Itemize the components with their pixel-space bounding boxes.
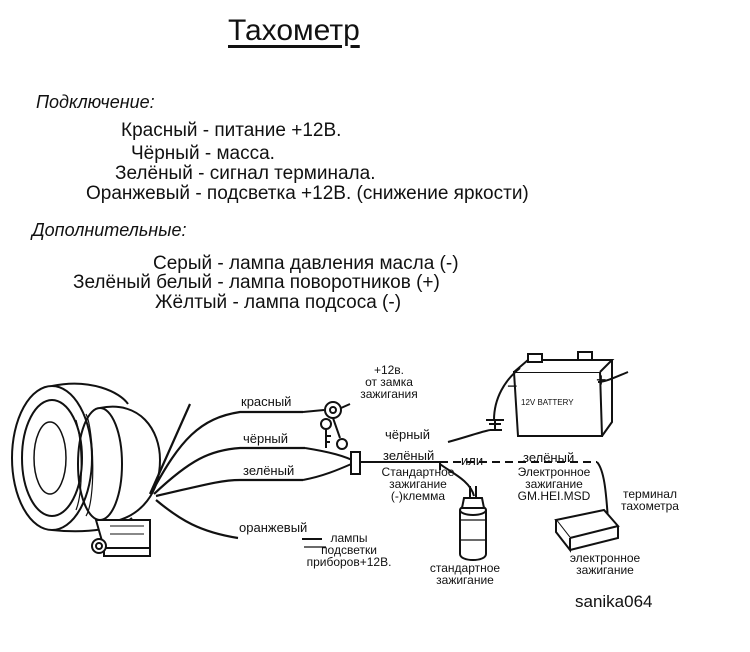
ignition-coil-icon <box>459 486 487 561</box>
tachometer-gauge <box>11 382 162 557</box>
electronic-bottom-line-1: электронное <box>569 551 641 565</box>
label-electronic-bottom: электронное зажигание <box>560 552 650 576</box>
label-ignition-lock: +12в. от замка зажигания <box>348 364 430 400</box>
std-ignition-line-1: стандартное <box>429 561 501 575</box>
label-coil-green: зелёный <box>383 448 435 463</box>
electronic-module-icon <box>554 508 620 553</box>
additional-line-grey: Серый - лампа давления масла (-) <box>153 253 459 274</box>
std-terminal-line-2: зажигание <box>389 477 447 491</box>
label-electronic: Электронное зажигание GM.HEI.MSD <box>504 466 604 502</box>
electronic-line-3: GM.HEI.MSD <box>517 489 591 503</box>
std-ignition-line-2: зажигание <box>436 573 494 587</box>
battery-label: 12V BATTERY <box>521 398 574 407</box>
label-wire-green: зелёный <box>243 463 295 478</box>
label-coil-black: чёрный <box>385 427 431 442</box>
ignition-lock-line-3: зажигания <box>360 387 418 401</box>
electronic-line-1: Электронное <box>517 465 591 479</box>
label-wire-orange: оранжевый <box>239 520 308 535</box>
label-wire-red: красный <box>241 394 292 409</box>
lamps-line-1: лампы <box>330 531 368 545</box>
electronic-bottom-line-2: зажигание <box>576 563 634 577</box>
electronic-line-2: зажигание <box>525 477 583 491</box>
connection-line-black: Чёрный - масса. <box>131 143 275 164</box>
lamps-line-3: приборов+12В. <box>306 555 392 569</box>
ground-wire <box>447 419 504 443</box>
additional-line-greenwhite: Зелёный белый - лампа поворотников (+) <box>73 272 440 293</box>
ignition-lock-line-2: от замка <box>365 375 413 389</box>
additional-line-yellow: Жёлтый - лампа подсоса (-) <box>155 292 402 313</box>
wire-connector <box>302 447 440 481</box>
label-wire-black: чёрный <box>243 431 289 446</box>
additional-heading: Дополнительные: <box>32 220 187 240</box>
label-lamps: лампы подсветки приборов+12В. <box>294 532 404 568</box>
connection-line-red: Красный - питание +12В. <box>121 120 342 141</box>
terminal-line-1: терминал <box>623 487 677 501</box>
key-switch-icon <box>302 401 351 450</box>
battery-icon: 12V BATTERY − + <box>493 351 629 437</box>
label-terminal: терминал тахометра <box>612 488 688 512</box>
battery-plus: + <box>596 370 607 390</box>
author-signature: sanika064 <box>575 592 653 611</box>
orange-wire <box>302 538 326 548</box>
connection-heading: Подключение: <box>36 92 155 112</box>
label-std-ignition: стандартное зажигание <box>420 562 510 586</box>
connection-line-green: Зелёный - сигнал терминала. <box>115 163 376 184</box>
label-std-terminal: Стандартное зажигание (-)клемма <box>376 466 460 502</box>
std-terminal-line-1: Стандартное <box>381 465 455 479</box>
label-or: или <box>461 453 484 468</box>
ignition-lock-line-1: +12в. <box>373 363 405 377</box>
lamps-line-2: подсветки <box>321 543 377 557</box>
gauge-wires <box>148 403 305 540</box>
connection-line-orange: Оранжевый - подсветка +12В. (снижение яр… <box>86 183 529 204</box>
battery-minus: − <box>507 376 518 396</box>
page-title: Тахометр <box>228 14 360 47</box>
std-terminal-line-3: (-)клемма <box>390 489 446 503</box>
terminal-line-2: тахометра <box>621 499 679 513</box>
label-green-right: зелёный <box>523 450 575 465</box>
